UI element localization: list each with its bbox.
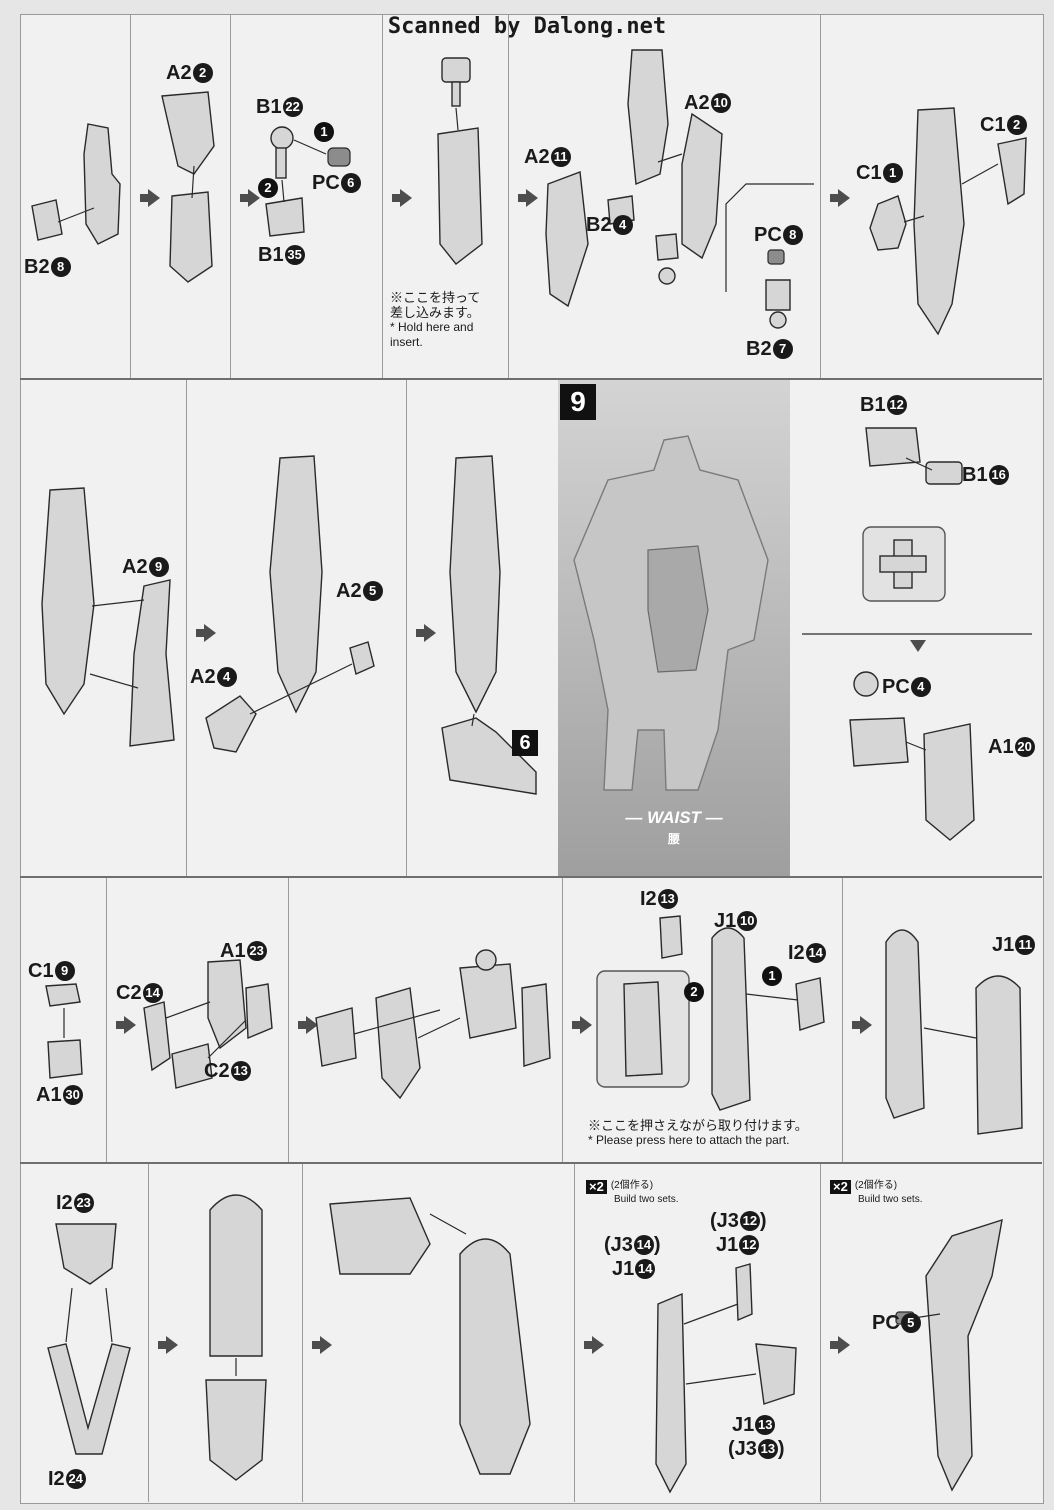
step-arrow xyxy=(312,1336,332,1354)
step-arrow xyxy=(518,189,538,207)
step-arrow xyxy=(572,1016,592,1034)
missile-pod-diagram xyxy=(205,1194,267,1481)
order-marker-2: 2 xyxy=(684,982,704,1002)
step-reference-6: 6 xyxy=(512,730,538,756)
small-joint-diagram xyxy=(765,249,791,329)
waist-label: — WAIST — xyxy=(625,808,723,827)
hold-insert-note: ※ここを持って 差し込みます。 * Hold here and insert. xyxy=(390,290,481,349)
order-marker-1: 1 xyxy=(762,966,782,986)
step-arrow xyxy=(196,624,216,642)
step-arrow xyxy=(140,189,160,207)
callout-bracket xyxy=(725,183,814,292)
press-attach-note: ※ここを押さえながら取り付けます。 * Please press here to… xyxy=(588,1118,808,1147)
order-marker-2: 2 xyxy=(258,178,278,198)
waist-section-panel: 9 — WAIST — 腰 xyxy=(558,380,790,876)
step-arrow xyxy=(158,1336,178,1354)
waist-label-jp: 腰 xyxy=(667,832,680,846)
build-two-sets-badge: ×2(2個作る)Build two sets. xyxy=(586,1180,678,1206)
fin-parts-diagram xyxy=(655,1263,797,1494)
leg-part-diagram-1 xyxy=(31,123,121,245)
detail-inset xyxy=(862,526,946,602)
build-two-sets-badge: ×2(2個作る)Build two sets. xyxy=(830,1180,922,1206)
knee-assembly-diagram xyxy=(205,455,375,753)
step-arrow xyxy=(830,1336,850,1354)
waist-joint-diagram xyxy=(865,427,963,485)
step-arrow xyxy=(830,189,850,207)
leg-insert-diagram xyxy=(437,57,483,265)
scan-banner: Scanned by Dalong.net xyxy=(387,14,667,39)
shield-inner-diagram xyxy=(659,915,825,1111)
step-arrow xyxy=(416,624,436,642)
waist-pod-assembly-diagram xyxy=(329,1197,531,1475)
leg-assembly-diagram-large xyxy=(545,49,723,308)
leg-panel-diagram xyxy=(41,487,175,747)
fin-assembled-diagram xyxy=(895,1218,1003,1492)
waist-armor-assembly-diagram xyxy=(315,949,551,1100)
step-number-9: 9 xyxy=(560,384,596,420)
shield-closed-diagram xyxy=(885,929,1023,1135)
step-arrow xyxy=(392,189,412,207)
joint-part-diagram xyxy=(265,126,351,237)
leg-foot-diagram xyxy=(441,455,537,795)
leg-armor-diagram xyxy=(869,107,1027,336)
section-divider xyxy=(802,633,1032,652)
nozzle-parts-diagram xyxy=(47,1223,131,1455)
order-marker-1: 1 xyxy=(314,122,334,142)
waist-hip-diagram xyxy=(849,671,975,841)
press-here-inset xyxy=(596,970,690,1088)
step-arrow xyxy=(116,1016,136,1034)
step-arrow xyxy=(584,1336,604,1354)
step-arrow xyxy=(240,189,260,207)
side-armor-diagram xyxy=(143,959,273,1089)
leg-part-diagram-2 xyxy=(161,91,215,283)
robot-silhouette xyxy=(573,435,769,791)
step-arrow xyxy=(852,1016,872,1034)
small-block-diagram xyxy=(45,983,83,1079)
step-arrow xyxy=(298,1016,318,1034)
